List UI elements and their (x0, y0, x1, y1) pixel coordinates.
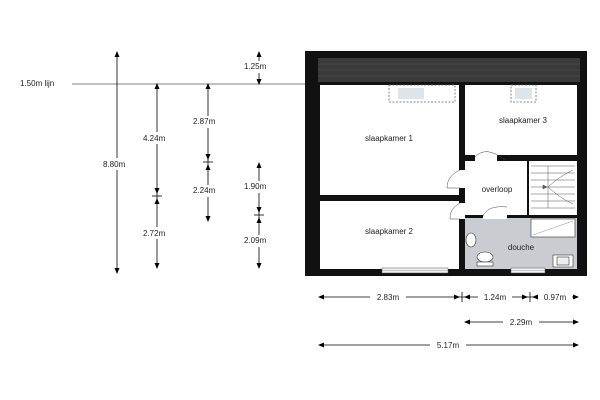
room-stairwell (529, 161, 577, 215)
dim-b-upper: 2.87m (193, 117, 216, 126)
dim-total-width: 5.17m (437, 341, 460, 350)
dim-c-mid: 1.90m (244, 182, 267, 191)
dim-total-height: 8.80m (103, 160, 126, 169)
dim-c-bottom: 2.09m (244, 236, 267, 245)
dim-d3: 0.97m (544, 293, 567, 302)
label-bedroom2: slaapkamer 2 (365, 227, 414, 236)
horizontal-dimensions: 2.83m 1.24m 0.97m 2.29m 5.17m (318, 291, 579, 351)
toilet (476, 251, 494, 263)
vertical-dimensions: 8.80m 4.24m 2.72m 2.87m 2.24m 1.25m (101, 51, 276, 274)
door-swings (446, 151, 508, 220)
reference-line-label: 1.50m lijn (20, 79, 54, 88)
dim-a-lower: 2.72m (143, 229, 166, 238)
sink (465, 232, 477, 248)
staircase (531, 165, 575, 209)
dim-b-lower: 2.24m (193, 186, 216, 195)
room-bedroom1 (320, 85, 459, 195)
dim-c-top: 1.25m (244, 62, 267, 71)
dim-a-upper: 4.24m (143, 134, 166, 143)
dim-d1: 2.83m (377, 293, 400, 302)
label-bedroom3: slaapkamer 3 (499, 116, 548, 125)
label-shower: douche (508, 243, 535, 252)
label-bedroom1: slaapkamer 1 (365, 134, 414, 143)
dim-d2: 1.24m (484, 293, 507, 302)
dim-d4: 2.29m (510, 318, 533, 327)
bath-fixtures (465, 218, 576, 268)
room-landing (465, 161, 527, 215)
label-landing: overloop (482, 185, 513, 194)
room-bedroom2 (320, 201, 459, 269)
building: slaapkamer 1 slaapkamer 2 slaapkamer 3 o… (305, 51, 587, 276)
